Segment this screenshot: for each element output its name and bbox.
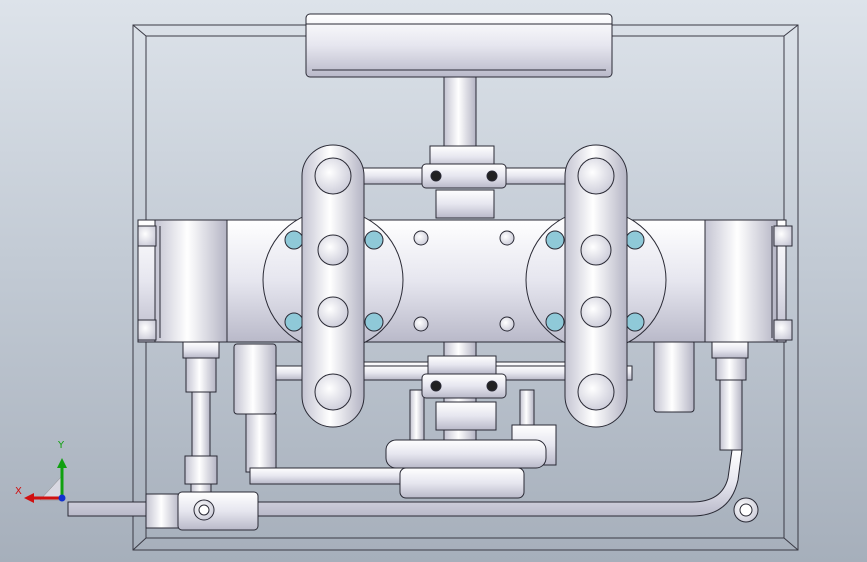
right-link [564, 144, 628, 428]
stem-clamp-lower [421, 373, 507, 399]
upper-stem-clamp [429, 145, 495, 219]
left-link [301, 144, 365, 428]
axis-x-label: X [15, 486, 22, 497]
axis-y-label: Y [58, 440, 65, 451]
handwheel [305, 13, 613, 78]
coordinate-triad [24, 458, 67, 503]
lower-stem-assembly [385, 355, 557, 499]
left-actuator [233, 343, 441, 485]
drain-plug [733, 497, 759, 523]
left-fittings [182, 341, 220, 497]
stem-clamp-upper [421, 163, 507, 189]
center-bolts [413, 230, 515, 332]
right-fittings [653, 339, 749, 451]
valve-body [137, 219, 793, 343]
bottom-pipe [67, 449, 743, 531]
